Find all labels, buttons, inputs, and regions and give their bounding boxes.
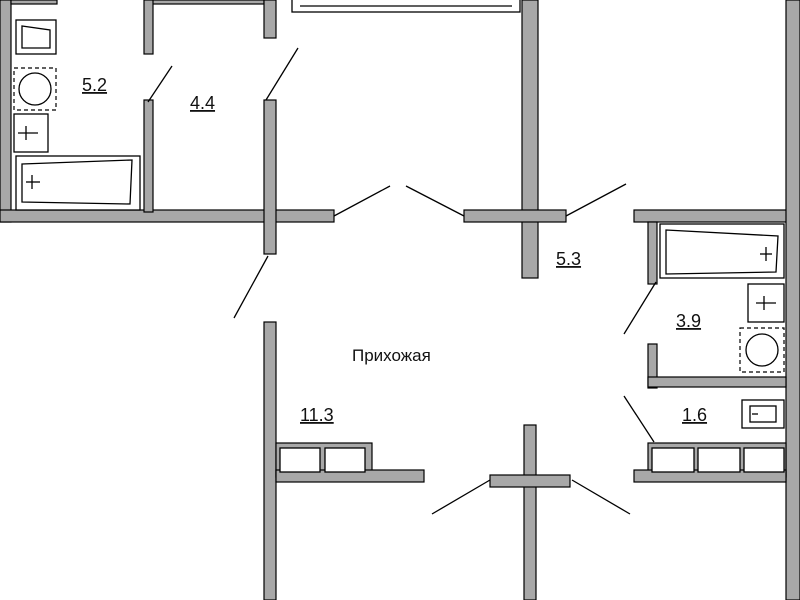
wall-right-horizontal [633, 209, 800, 223]
door-bath-right [623, 281, 657, 335]
wall-partition-b-top [263, 0, 277, 39]
closet-shelves [279, 447, 785, 473]
area-label-bathroom-top-left: 5.2 [82, 75, 107, 95]
wall-bath-wc-horizontal [647, 376, 787, 388]
door-hall-left [233, 255, 269, 319]
room-name-hallway: Прихожая [352, 346, 431, 365]
outer-wall-right [785, 0, 800, 600]
outer-wall-left [0, 0, 12, 223]
washing-machine-right-icon [739, 327, 785, 373]
door-hall-a [333, 185, 391, 217]
bathtub-left-icon [15, 155, 141, 211]
wall-top-stub-2 [149, 0, 265, 5]
wall-partition-a-bottom [143, 99, 154, 213]
wall-partition-b-mid [263, 99, 277, 255]
wc-sink-icon [741, 399, 785, 429]
door-corridor [565, 183, 627, 217]
door-bottom-left [431, 479, 491, 515]
wall-partition-a-top [143, 0, 154, 55]
door-bottom-right [571, 479, 631, 515]
door-wc [623, 395, 655, 443]
door-hall-b [405, 185, 465, 217]
tap-box-right-icon [747, 283, 785, 323]
area-label-toilet-top: 4.4 [190, 93, 215, 113]
wall-top-left-bottom [0, 209, 335, 223]
door-bathroom-left [147, 65, 173, 103]
area-label-room-left: 11.3 [300, 405, 334, 425]
door-toilet [265, 47, 299, 101]
room-labels: 5.2 4.4 5.3 3.9 Прихожая 11.3 1.6 [82, 75, 707, 425]
wall-top-stub-1 [10, 0, 58, 5]
washing-machine-icon [13, 67, 57, 111]
wall-bath-wc-vertical [647, 343, 658, 389]
wall-bottom-horizontal [489, 474, 571, 488]
area-label-bathroom-right: 3.9 [676, 311, 701, 331]
wall-hallway-left [263, 321, 277, 600]
wall-bottom-vertical [523, 424, 537, 600]
area-label-wc-right: 1.6 [682, 405, 707, 425]
fixtures-bathroom-right [659, 223, 785, 429]
fixtures-bathroom-left [13, 19, 141, 211]
wall-middle-vertical [521, 0, 539, 279]
wall-middle-horizontal [463, 209, 567, 223]
doors [147, 47, 657, 515]
wall-bath-right-inner [647, 221, 658, 285]
area-label-corridor: 5.3 [556, 249, 581, 269]
